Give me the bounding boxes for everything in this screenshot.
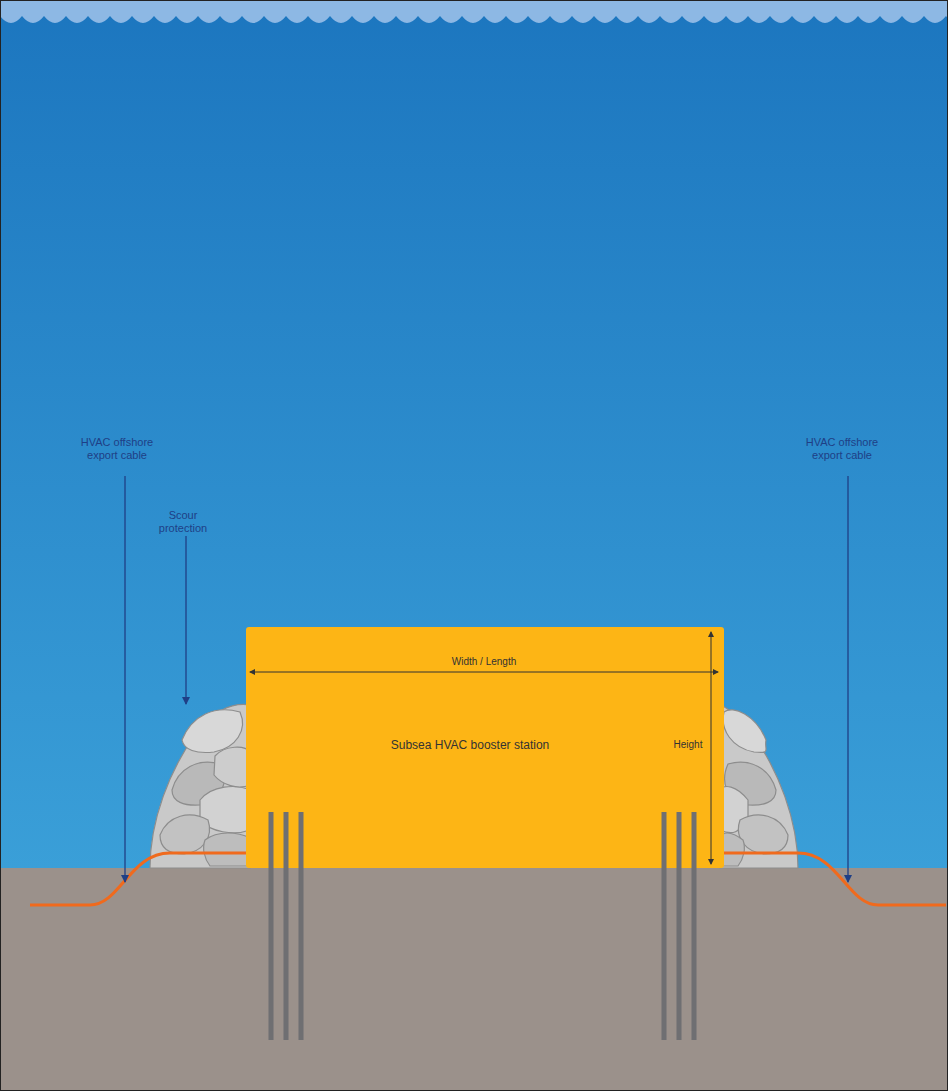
- booster-station-body: [246, 627, 724, 868]
- seabed: [0, 868, 948, 1091]
- callout-label: HVAC offshore export cable: [67, 436, 167, 462]
- water: [0, 0, 948, 870]
- callout-label: HVAC offshore export cable: [792, 436, 892, 462]
- dimension-lines: [250, 632, 718, 864]
- station-label: Subsea HVAC booster station: [391, 738, 550, 752]
- dimension-label: Height: [672, 739, 705, 751]
- scour-protection-rocks: [150, 704, 250, 868]
- leader-lines: [125, 476, 848, 882]
- dimension-label: Width / Length: [450, 656, 518, 668]
- scour-protection-rocks: [720, 704, 798, 868]
- sea-surface: [0, 0, 948, 23]
- callout-label: Scour protection: [148, 509, 218, 535]
- pile-tops: [271, 812, 694, 868]
